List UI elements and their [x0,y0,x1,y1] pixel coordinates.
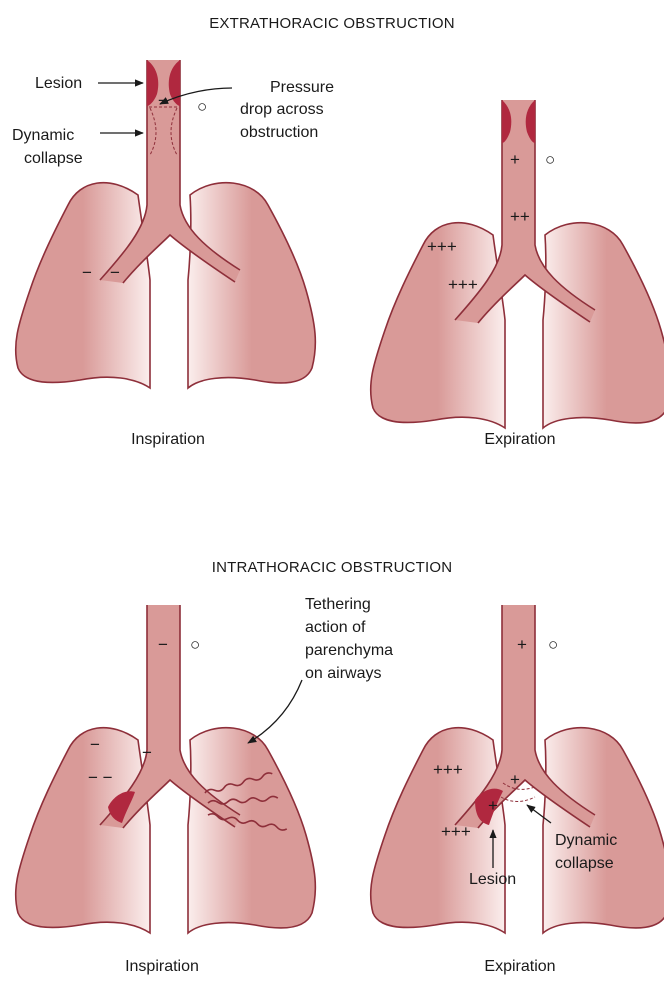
lung-sign: − [90,735,100,754]
bronchus-sign-1: + [510,770,520,789]
pressure-label-line1: Pressure [270,79,334,96]
tether-arrow [248,680,302,743]
bronchus-sign: ++ [510,207,530,226]
lung-sign: +++ [433,760,463,779]
dynamic-label-line1: Dynamic [12,127,74,144]
title-intrathoracic: INTRATHORACIC OBSTRUCTION [212,559,453,576]
atmosphere-symbol: ○ [548,635,558,654]
tether-label-line4: on airways [305,665,381,682]
lesion-sign: +++ [441,822,471,841]
pressure-label-line3: obstruction [240,124,318,141]
panel-extra-expiration: + ○ ++ +++ +++ Expiration [371,100,664,448]
caption-expiration: Expiration [484,431,555,448]
bronchus-sign-2: + [488,796,498,815]
dynamic-label-line2: collapse [24,150,83,167]
left-sign-2: +++ [448,275,478,294]
pressure-label-line2: drop across [240,101,324,118]
dynamic-label-line1: Dynamic [555,832,617,849]
lesion-sign: − − [88,768,113,787]
tether-label-line1: Tethering [305,596,371,613]
atmosphere-symbol: ○ [545,150,555,169]
atmosphere-symbol: ○ [190,635,200,654]
trachea-sign: + [517,635,527,654]
lesion-label: Lesion [35,75,82,92]
caption-expiration: Expiration [484,958,555,975]
trachea-sign: − [158,635,168,654]
left-sign-2: − [110,263,120,282]
left-sign-1: − [82,263,92,282]
atmosphere-symbol: ○ [197,97,207,116]
panel-intra-inspiration: − ○ − − − − Tethering action of parenchy… [16,596,394,975]
tether-label-line3: parenchyma [305,642,393,659]
title-extrathoracic: EXTRATHORACIC OBSTRUCTION [209,15,455,32]
caption-inspiration: Inspiration [125,958,199,975]
left-sign-1: +++ [427,237,457,256]
bronchus-sign: − [142,743,152,762]
lesion-label: Lesion [469,871,516,888]
tether-label-line2: action of [305,619,366,636]
trachea-sign: + [510,150,520,169]
panel-intra-expiration: + ○ +++ + + +++ Lesion Dynamic collapse … [371,605,664,975]
dynamic-label-line2: collapse [555,855,614,872]
panel-extra-inspiration: − ○ Lesion Dynamic collapse Pressure dro… [12,60,334,448]
caption-inspiration: Inspiration [131,431,205,448]
